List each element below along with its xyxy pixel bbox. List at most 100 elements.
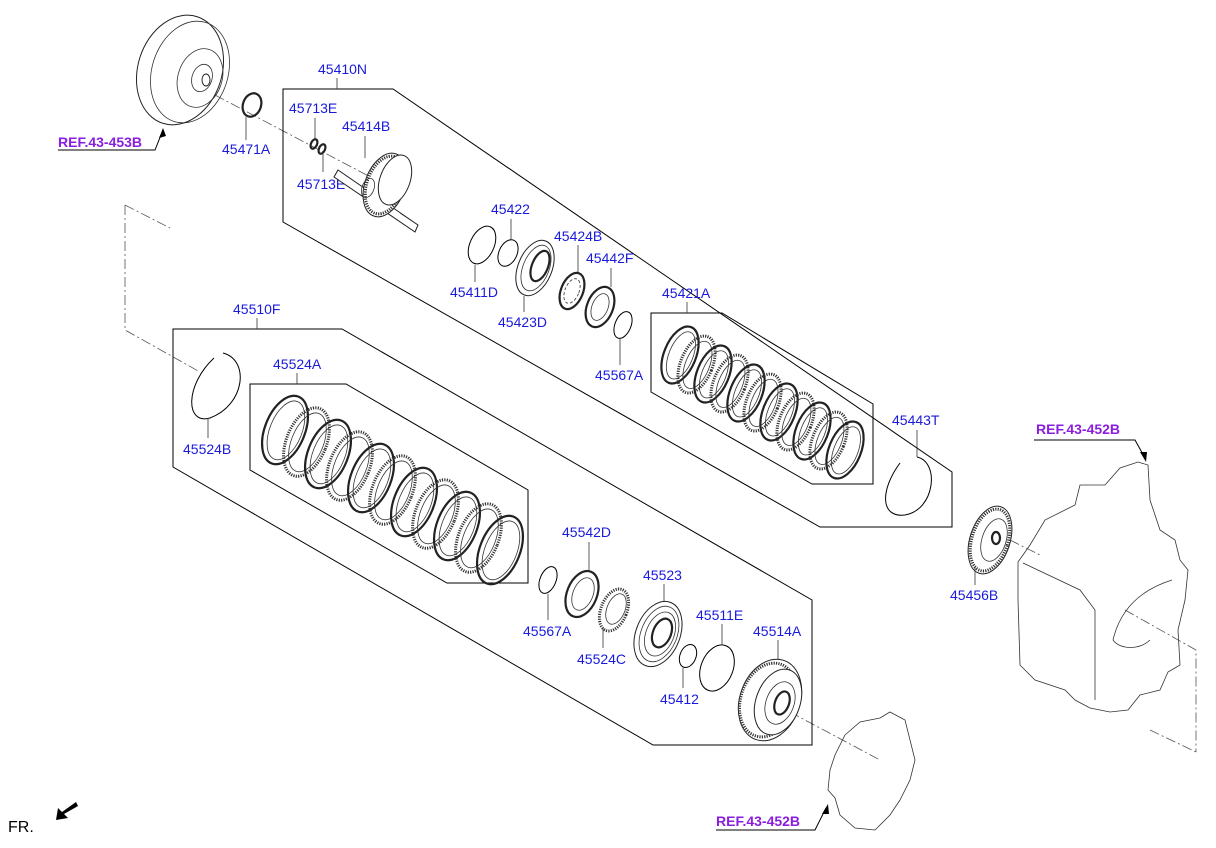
part-45411D[interactable] xyxy=(463,222,502,268)
clutch-disc-inner xyxy=(481,520,521,581)
label-45567A-top[interactable]: 45567A xyxy=(595,367,644,383)
clutch-disc-inner xyxy=(438,496,478,557)
label-45567A-bot[interactable]: 45567A xyxy=(523,623,572,639)
label-45542D[interactable]: 45542D xyxy=(562,524,611,540)
axis-line-bottom xyxy=(789,711,881,761)
part-45414B[interactable] xyxy=(333,147,419,233)
clutch-disc-inner xyxy=(682,340,713,389)
axis-line-top xyxy=(214,94,396,191)
ref-label-case-bottom[interactable]: REF.43-452B xyxy=(716,813,800,829)
clutch-disc xyxy=(325,430,374,502)
group-outline-45524A xyxy=(249,383,529,584)
clutch-disc-inner xyxy=(352,448,392,509)
transmission-case-bore xyxy=(1112,579,1173,648)
clutch-disc xyxy=(660,325,700,385)
clutch-disc-inner xyxy=(460,508,499,569)
clutch-disc-inner xyxy=(830,426,861,475)
clutch-disc-inner xyxy=(764,388,795,437)
ref-arrow-case-top xyxy=(1140,452,1147,462)
part-45567A-top[interactable] xyxy=(610,309,635,341)
clutch-pack-45524A[interactable] xyxy=(253,389,532,591)
torque-converter[interactable] xyxy=(123,4,242,136)
clutch-disc-inner xyxy=(395,472,435,533)
clutch-disc xyxy=(792,401,832,461)
label-45422[interactable]: 45422 xyxy=(491,201,530,217)
ref-label-torque-converter[interactable]: REF.43-453B xyxy=(58,134,142,150)
group-outline-45410N xyxy=(282,88,953,528)
label-45514A[interactable]: 45514A xyxy=(753,623,802,639)
clutch-disc xyxy=(282,406,331,478)
clutch-disc xyxy=(260,394,310,466)
ref-leader-case-bottom xyxy=(716,807,827,831)
part-45523[interactable] xyxy=(625,594,691,674)
part-45424B[interactable] xyxy=(555,269,590,312)
clutch-disc-inner xyxy=(748,378,779,427)
label-45456B[interactable]: 45456B xyxy=(950,587,998,603)
label-45510F[interactable]: 45510F xyxy=(233,301,280,317)
axis-line-case xyxy=(1124,609,1197,752)
part-45511E[interactable] xyxy=(693,640,741,696)
clutch-disc-inner xyxy=(288,412,327,473)
clutch-disc-inner xyxy=(665,331,696,380)
part-45423D[interactable] xyxy=(508,235,561,302)
clutch-disc xyxy=(808,410,849,471)
clutch-disc-inner xyxy=(266,400,306,461)
part-45713E-1[interactable] xyxy=(309,138,319,150)
part-45542D[interactable] xyxy=(559,566,605,622)
clutch-disc-inner xyxy=(814,416,845,465)
part-45442F[interactable] xyxy=(580,283,620,332)
label-45411D[interactable]: 45411D xyxy=(450,284,498,300)
clutch-disc xyxy=(742,372,783,433)
label-45423D[interactable]: 45423D xyxy=(498,314,547,330)
clutch-disc xyxy=(454,502,503,574)
label-45443T[interactable]: 45443T xyxy=(892,412,940,428)
ref-arrow-torque-converter xyxy=(159,128,166,138)
clutch-disc xyxy=(709,353,750,414)
label-45471A[interactable]: 45471A xyxy=(222,141,271,157)
clutch-disc-inner xyxy=(731,369,762,418)
clutch-disc-inner xyxy=(374,460,413,521)
label-45410N[interactable]: 45410N xyxy=(318,61,367,77)
label-45421A[interactable]: 45421A xyxy=(662,285,711,301)
part-45524B[interactable] xyxy=(191,352,241,420)
part-45713E-2[interactable] xyxy=(317,143,327,155)
clutch-disc-inner xyxy=(309,424,349,485)
clutch-pack-45421A[interactable] xyxy=(654,321,871,484)
part-45567A-bot[interactable] xyxy=(535,564,560,596)
label-45412[interactable]: 45412 xyxy=(660,691,699,707)
clutch-disc xyxy=(475,514,525,586)
clutch-disc xyxy=(676,334,717,395)
clutch-disc-inner xyxy=(715,359,746,408)
part-45514A[interactable] xyxy=(727,650,812,749)
transmission-case-edge xyxy=(1022,562,1096,700)
axis-line-case-lower xyxy=(1149,729,1197,753)
transmission-case[interactable] xyxy=(1017,461,1189,713)
label-45511E[interactable]: 45511E xyxy=(696,607,743,623)
label-45524C[interactable]: 45524C xyxy=(577,651,626,667)
part-45471A[interactable] xyxy=(239,91,264,120)
clutch-disc xyxy=(825,420,865,480)
clutch-disc xyxy=(303,418,353,490)
valve-body-cover[interactable] xyxy=(827,711,916,831)
label-45713E-bot[interactable]: 45713E xyxy=(297,176,345,192)
label-45424B[interactable]: 45424B xyxy=(554,228,602,244)
label-45524B[interactable]: 45524B xyxy=(183,441,231,457)
ref-leader-case-top xyxy=(1034,439,1146,459)
ref-label-case-top[interactable]: REF.43-452B xyxy=(1036,421,1120,437)
part-45412[interactable] xyxy=(676,642,700,670)
label-45713E-top[interactable]: 45713E xyxy=(289,100,337,116)
clutch-disc xyxy=(726,363,766,423)
ref-arrow-case-bottom xyxy=(822,804,829,814)
label-45414B[interactable]: 45414B xyxy=(342,118,390,134)
axis-line-right xyxy=(1009,539,1041,556)
label-45523[interactable]: 45523 xyxy=(643,567,682,583)
label-45442F[interactable]: 45442F xyxy=(586,250,633,266)
part-45422[interactable] xyxy=(494,237,522,270)
clutch-disc xyxy=(411,478,460,550)
clutch-disc xyxy=(432,490,482,562)
part-45524C[interactable] xyxy=(594,585,635,636)
part-45456B[interactable] xyxy=(960,501,1020,580)
part-45443T[interactable] xyxy=(885,456,932,516)
label-45524A[interactable]: 45524A xyxy=(273,356,322,372)
